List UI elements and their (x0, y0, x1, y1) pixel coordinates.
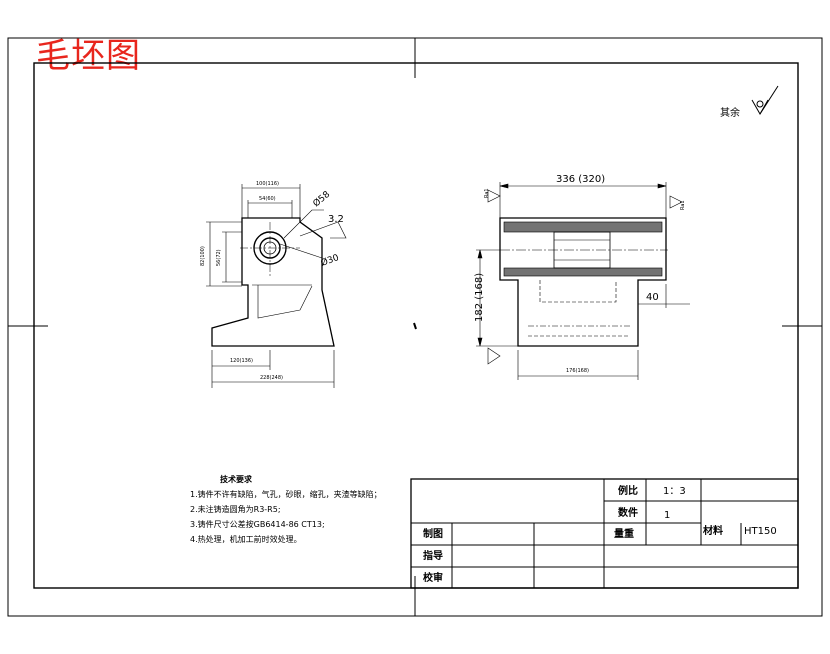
side-dimensions (476, 182, 690, 380)
drawing-title: 毛坯图 (36, 36, 141, 76)
notes-heading: 技术要求 (220, 475, 252, 484)
tb-guide: 指导 (423, 551, 443, 562)
inner-border (33, 62, 799, 589)
tb-scale-value: 1：3 (663, 486, 686, 497)
tb-scale-label: 例比 (618, 486, 638, 497)
dim-side-step: 40 (646, 292, 659, 303)
datum-right-label: Ra1 (680, 200, 686, 210)
tb-material-label: 材料 (703, 526, 723, 537)
side-view (499, 217, 668, 347)
dim-hole-outer: Ø58 (311, 189, 332, 210)
dim-front-width-inner: 54(60) (259, 196, 276, 202)
dim-side-height: 182 (168) (474, 273, 485, 322)
dim-side-width: 336 (320) (556, 174, 605, 185)
datum-left-label: Ra1 (484, 188, 490, 198)
dim-roughness: 3.2 (328, 214, 344, 225)
surface-finish-symbol (751, 85, 779, 116)
surface-note-text: 其余 (720, 106, 740, 119)
dim-front-bottom-inner: 120(136) (230, 358, 253, 364)
front-view (211, 217, 335, 347)
dim-side-bottom: 176(168) (566, 368, 589, 374)
title-block (410, 478, 799, 589)
tb-material-value: HT150 (744, 526, 777, 537)
dim-front-height-inner: 56(72) (216, 249, 222, 266)
notes-item: 3.铸件尺寸公差按GB6414-86 CT13; (190, 520, 325, 529)
front-dimensions (206, 184, 347, 388)
dim-front-width-top: 100(116) (256, 181, 279, 187)
technical-notes: 技术要求 1.铸件不许有缺陷，气孔，砂眼，缩孔，夹渣等缺陷； 2.未注铸造圆角为… (190, 472, 382, 547)
tb-qty-label: 数件 (618, 508, 638, 519)
notes-item: 1.铸件不许有缺陷，气孔，砂眼，缩孔，夹渣等缺陷； (190, 490, 382, 499)
tb-qty-value: 1 (664, 510, 671, 521)
notes-item: 4.热处理，机加工前时效处理。 (190, 535, 302, 544)
dim-front-bottom-total: 228(248) (260, 375, 283, 381)
notes-item: 2.未注铸造圆角为R3-R5; (190, 505, 281, 514)
tb-drawn-by: 制图 (423, 529, 443, 540)
tb-weight-label: 量重 (614, 529, 634, 540)
dim-front-height-left: 82(100) (200, 246, 206, 266)
tb-review: 校审 (423, 573, 443, 584)
